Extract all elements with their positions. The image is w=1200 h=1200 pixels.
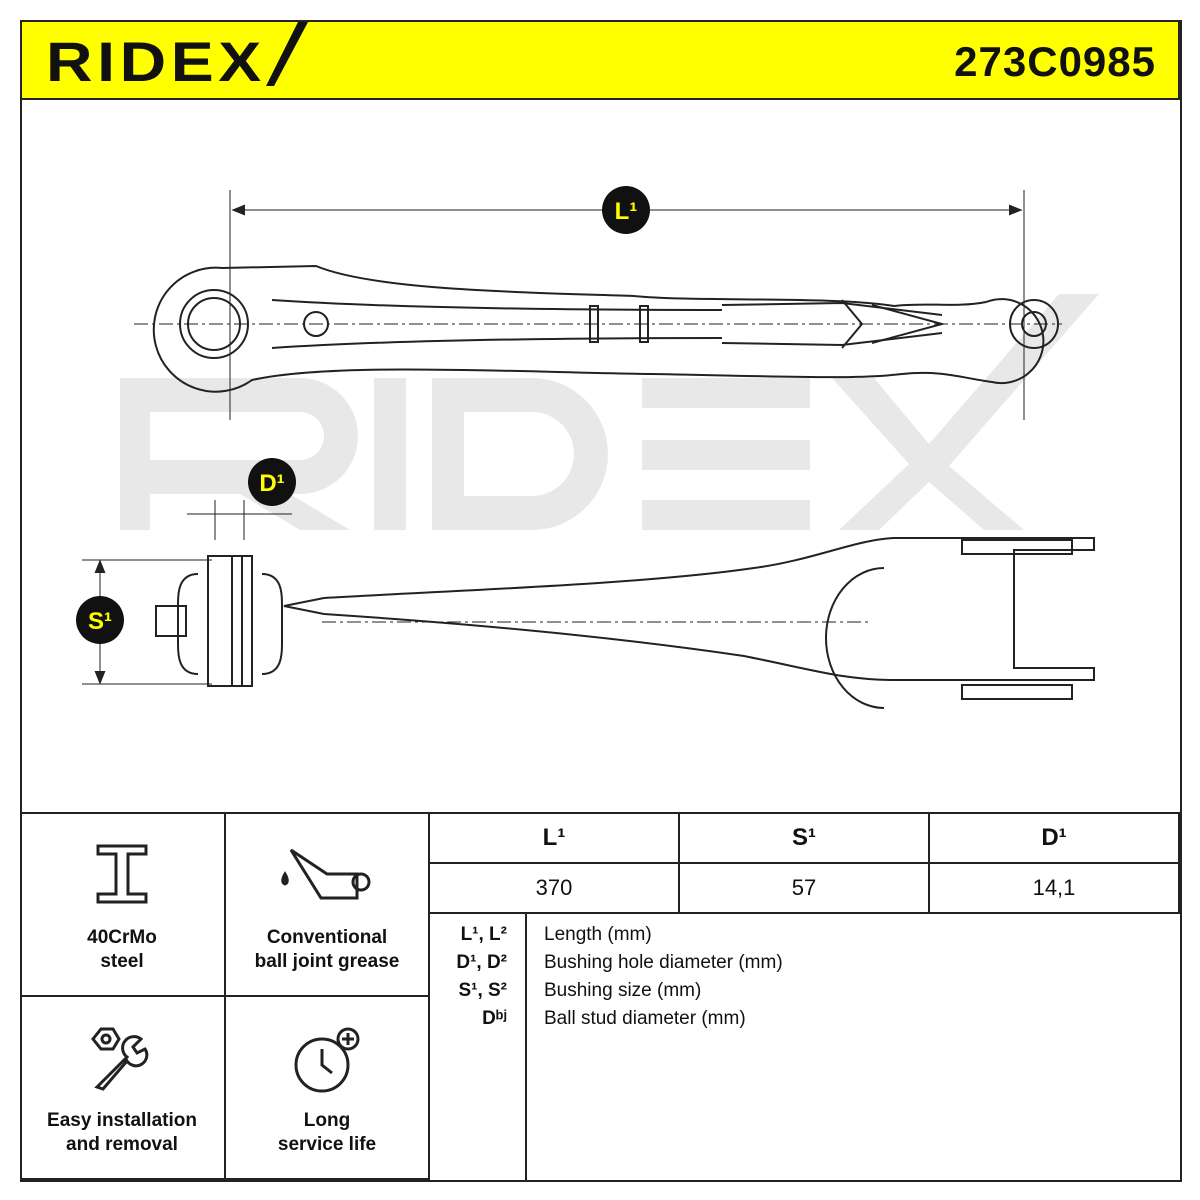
feature-line: steel xyxy=(100,951,144,972)
i-beam-icon xyxy=(96,844,148,904)
feature-line: service life xyxy=(277,1134,377,1155)
ridex-watermark xyxy=(120,294,1099,530)
header-bar: RIDEX 273C0985 xyxy=(20,20,1180,100)
legend-key: S¹, S² xyxy=(458,980,507,1001)
feature-installation: Easy installation and removal xyxy=(20,997,226,1180)
dimension-badges: L¹ D¹ S¹ xyxy=(76,186,650,644)
spec-header-l1: L¹ xyxy=(430,814,680,864)
legend-key: Dᵇʲ xyxy=(482,1008,507,1029)
legend-desc: Length (mm) xyxy=(544,924,652,945)
divider xyxy=(20,812,1180,814)
spec-header-s1: S¹ xyxy=(680,814,930,864)
technical-drawing: L¹ D¹ S¹ xyxy=(76,186,1099,709)
badge-s1: S¹ xyxy=(88,608,112,635)
grease-can-icon xyxy=(281,848,371,900)
wrench-nut-icon xyxy=(91,1027,149,1091)
spec-value-l1: 370 xyxy=(430,864,680,914)
feature-line: Long xyxy=(303,1110,351,1131)
badge-d1: D¹ xyxy=(259,470,284,497)
spec-header-d1: D¹ xyxy=(930,814,1180,864)
legend-desc: Bushing hole diameter (mm) xyxy=(544,952,783,973)
part-number: 273C0985 xyxy=(954,38,1156,85)
feature-line: Conventional xyxy=(266,927,388,948)
legend-key: D¹, D² xyxy=(456,952,507,973)
feature-line: Easy installation xyxy=(47,1110,197,1131)
brand-name: RIDEX xyxy=(46,30,266,93)
feature-line: ball joint grease xyxy=(254,951,400,972)
spec-value-d1: 14,1 xyxy=(930,864,1180,914)
ridex-logo: RIDEX xyxy=(46,22,326,100)
badge-l1: L¹ xyxy=(615,198,638,225)
legend-key: L¹, L² xyxy=(460,924,507,945)
legend-desc: Ball stud diameter (mm) xyxy=(544,1008,746,1029)
legend-descriptions: Length (mm) Bushing hole diameter (mm) B… xyxy=(544,912,783,1033)
feature-material: 40CrMo steel xyxy=(20,814,226,997)
legend-desc: Bushing size (mm) xyxy=(544,980,702,1001)
spec-value-s1: 57 xyxy=(680,864,930,914)
feature-line: 40CrMo xyxy=(87,927,157,948)
legend-keys: L¹, L² D¹, D² S¹, S² Dᵇʲ xyxy=(430,912,527,1180)
feature-line: and removal xyxy=(66,1134,178,1155)
feature-service-life: Long service life xyxy=(226,997,430,1180)
clock-plus-icon xyxy=(294,1027,360,1093)
logo-slash-mark xyxy=(266,22,308,86)
feature-grease: Conventional ball joint grease xyxy=(226,814,430,997)
